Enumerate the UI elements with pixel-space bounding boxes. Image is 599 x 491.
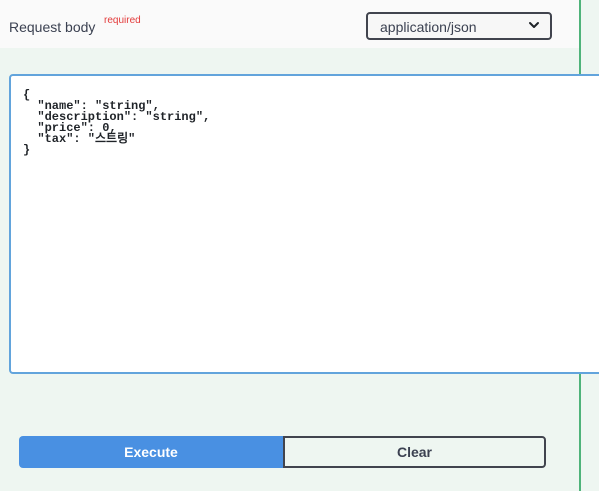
request-body-json[interactable]: { "name": "string", "description": "stri… [23,88,211,157]
content-type-select[interactable]: application/json [366,12,552,40]
clear-button[interactable]: Clear [283,436,546,468]
request-body-title: Request body [9,19,96,35]
required-badge: required [104,15,141,26]
chevron-down-icon [529,22,539,28]
content-type-value: application/json [380,19,477,35]
execute-button[interactable]: Execute [19,436,283,468]
request-body-editor[interactable]: { "name": "string", "description": "stri… [9,74,599,374]
action-buttons: Execute Clear [19,436,546,468]
